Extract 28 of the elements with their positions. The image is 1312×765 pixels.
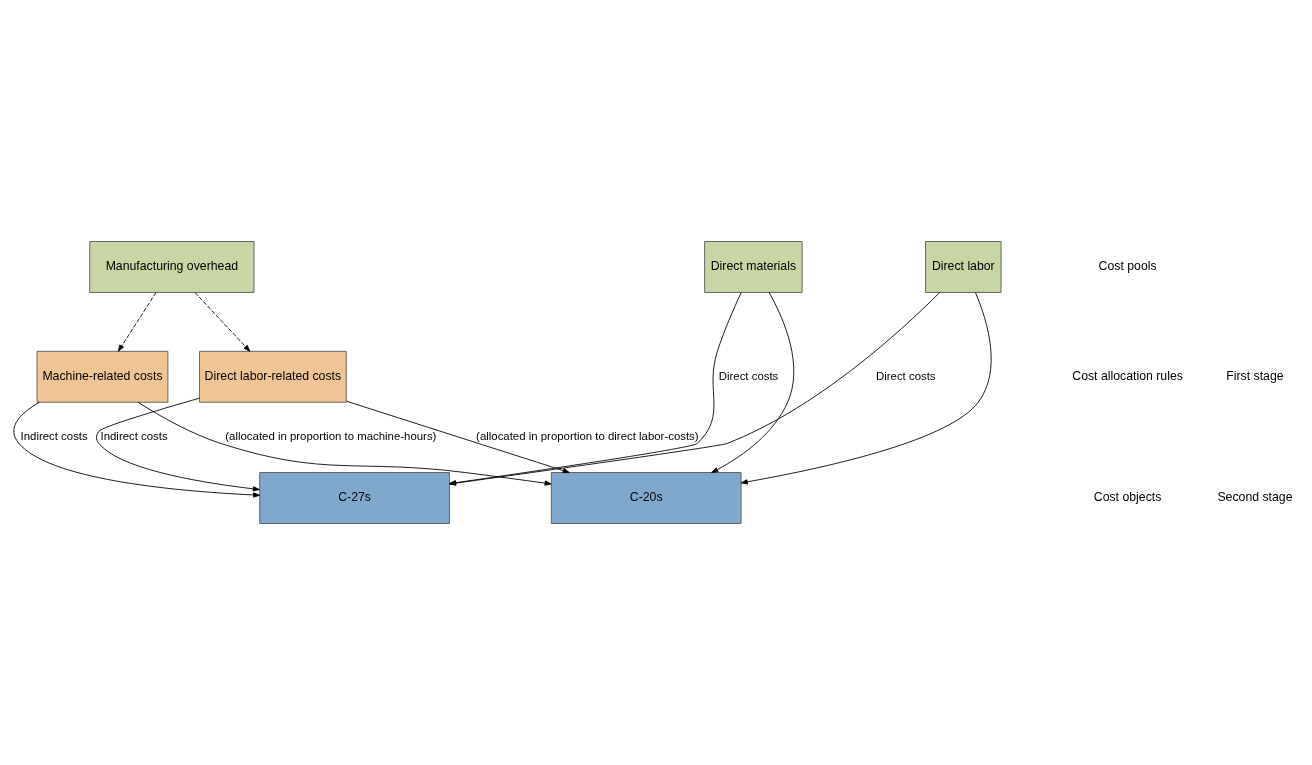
edge-label: Direct costs xyxy=(718,369,779,382)
label: First stage xyxy=(1226,369,1284,384)
edge-label: Indirect costs xyxy=(20,430,88,443)
node-box: Direct labor-related costs xyxy=(199,350,347,403)
arrow xyxy=(117,292,157,352)
node-box: Direct labor xyxy=(925,241,1002,293)
arrow xyxy=(711,292,795,473)
edge-label: Direct costs xyxy=(875,369,936,382)
arrow xyxy=(449,292,940,486)
edge-label: (allocated in proportion to machine-hours) xyxy=(225,430,437,443)
arrow xyxy=(449,292,742,486)
arrow xyxy=(96,397,260,492)
node-box: C-20s xyxy=(550,472,742,524)
edge-label: (allocated in proportion to direct labor-costs) xyxy=(476,430,699,443)
label: Cost pools xyxy=(1098,259,1157,274)
node-box: Direct materials xyxy=(704,241,803,293)
arrow xyxy=(740,292,992,485)
arrow xyxy=(137,401,552,486)
edge-label: Indirect costs xyxy=(100,430,168,443)
node-box: Manufacturing overhead xyxy=(89,241,255,293)
arrow xyxy=(194,292,251,352)
arrow xyxy=(13,401,261,498)
label: Cost objects xyxy=(1093,490,1162,505)
node-box: Machine-related costs xyxy=(36,350,169,403)
node-box: C-27s xyxy=(259,472,450,524)
label: Cost allocation rules xyxy=(1072,369,1183,384)
label: Second stage xyxy=(1217,490,1293,505)
arrow xyxy=(346,400,570,474)
